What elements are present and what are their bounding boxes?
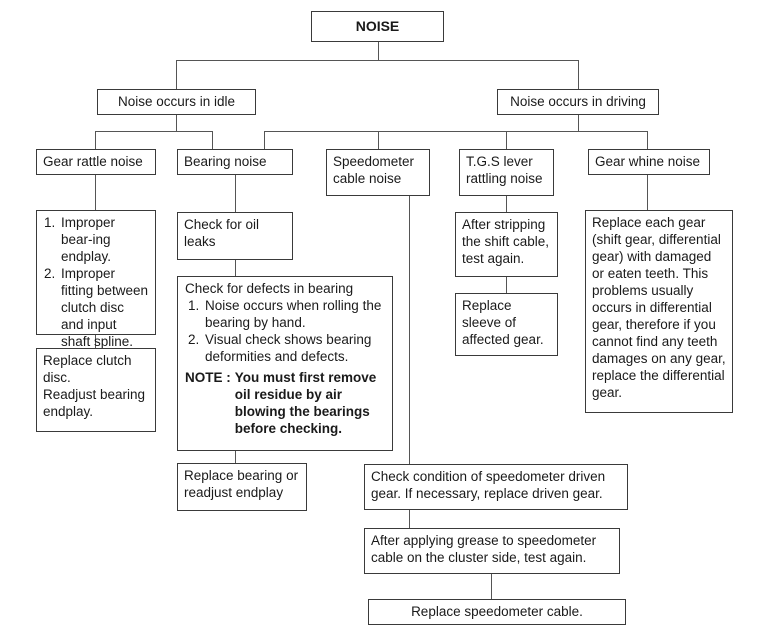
category-gear-whine: Gear whine noise	[588, 149, 710, 175]
connector	[264, 131, 266, 149]
list-item: Improper fitting between clutch disc and…	[59, 265, 149, 350]
connector	[647, 131, 649, 149]
connector	[95, 131, 213, 133]
speedometer-step-3: Replace speedometer cable.	[368, 599, 626, 625]
connector	[378, 131, 380, 149]
category-tgs: T.G.S lever rattling noise	[459, 149, 554, 196]
category-gear-rattle-label: Gear rattle noise	[43, 154, 143, 169]
connector	[95, 131, 97, 149]
branch-idle-label: Noise occurs in idle	[117, 94, 236, 109]
category-gear-rattle: Gear rattle noise	[36, 149, 156, 175]
connector	[212, 131, 214, 149]
bearing-note: NOTE : You must first remove oil residue…	[185, 369, 386, 437]
connector	[409, 196, 411, 464]
branch-idle: Noise occurs in idle	[97, 89, 256, 115]
connector	[506, 276, 508, 293]
connector	[176, 114, 178, 132]
category-bearing: Bearing noise	[177, 149, 293, 175]
category-bearing-label: Bearing noise	[184, 154, 267, 169]
bearing-defects-list: Noise occurs when rolling the bearing by…	[185, 297, 386, 365]
gear-rattle-causes-list: Improper bear-ing endplay. Improper fitt…	[41, 214, 149, 350]
connector	[176, 60, 178, 89]
category-speedometer-label: Speedometer cable noise	[333, 154, 415, 186]
speedometer-step-2: After applying grease to speedometer cab…	[364, 528, 620, 574]
note-label: NOTE :	[185, 370, 231, 385]
speedometer-step-1: Check condition of speedometer driven ge…	[364, 464, 628, 510]
list-item: Noise occurs when rolling the bearing by…	[203, 297, 386, 331]
tgs-step-1-label: After stripping the shift cable, test ag…	[462, 217, 550, 266]
category-speedometer: Speedometer cable noise	[326, 149, 430, 196]
connector	[95, 174, 97, 210]
branch-driving-label: Noise occurs in driving	[510, 94, 646, 109]
list-item: Improper bear-ing endplay.	[59, 214, 149, 265]
remedy-line: Readjust bearing endplay.	[43, 387, 146, 419]
speedometer-step-2-label: After applying grease to speedometer cab…	[371, 533, 597, 565]
connector	[235, 260, 237, 276]
connector	[235, 174, 237, 212]
gear-whine-remedy-label: Replace each gear (shift gear, different…	[592, 215, 726, 400]
branch-driving: Noise occurs in driving	[497, 89, 659, 115]
speedometer-step-3-label: Replace speedometer cable.	[411, 604, 583, 619]
bearing-check-oil-label: Check for oil leaks	[184, 217, 260, 249]
gear-rattle-remedy: Replace clutch disc. Readjust bearing en…	[36, 348, 156, 432]
speedometer-step-1-label: Check condition of speedometer driven ge…	[371, 469, 606, 501]
connector	[578, 60, 580, 89]
connector	[235, 450, 237, 463]
bearing-defects-title: Check for defects in bearing	[185, 281, 354, 296]
bearing-remedy: Replace bearing or readjust endplay	[177, 463, 307, 511]
remedy-line: Replace clutch disc.	[43, 353, 132, 385]
connector	[647, 174, 649, 210]
tgs-step-2-label: Replace sleeve of affected gear.	[462, 298, 544, 347]
tgs-step-1: After stripping the shift cable, test ag…	[455, 212, 558, 277]
root-label: NOISE	[355, 18, 400, 34]
bearing-remedy-label: Replace bearing or readjust endplay	[184, 468, 299, 500]
gear-rattle-causes: Improper bear-ing endplay. Improper fitt…	[36, 210, 156, 349]
bearing-check-oil: Check for oil leaks	[177, 212, 293, 260]
tgs-step-2: Replace sleeve of affected gear.	[455, 293, 558, 356]
connector	[491, 573, 493, 599]
category-tgs-label: T.G.S lever rattling noise	[466, 154, 543, 186]
list-item: Visual check shows bearing deformities a…	[203, 331, 386, 365]
gear-whine-remedy: Replace each gear (shift gear, different…	[585, 210, 733, 413]
category-gear-whine-label: Gear whine noise	[595, 154, 701, 169]
connector	[378, 41, 380, 61]
note-text: You must first remove oil residue by air…	[234, 370, 377, 436]
connector	[264, 131, 648, 133]
connector	[578, 114, 580, 132]
root-node: NOISE	[311, 11, 444, 42]
bearing-defects-check: Check for defects in bearing Noise occur…	[177, 276, 393, 451]
connector	[409, 510, 411, 528]
connector	[506, 196, 508, 212]
connector	[506, 131, 508, 149]
connector	[95, 334, 97, 348]
connector	[176, 60, 579, 62]
